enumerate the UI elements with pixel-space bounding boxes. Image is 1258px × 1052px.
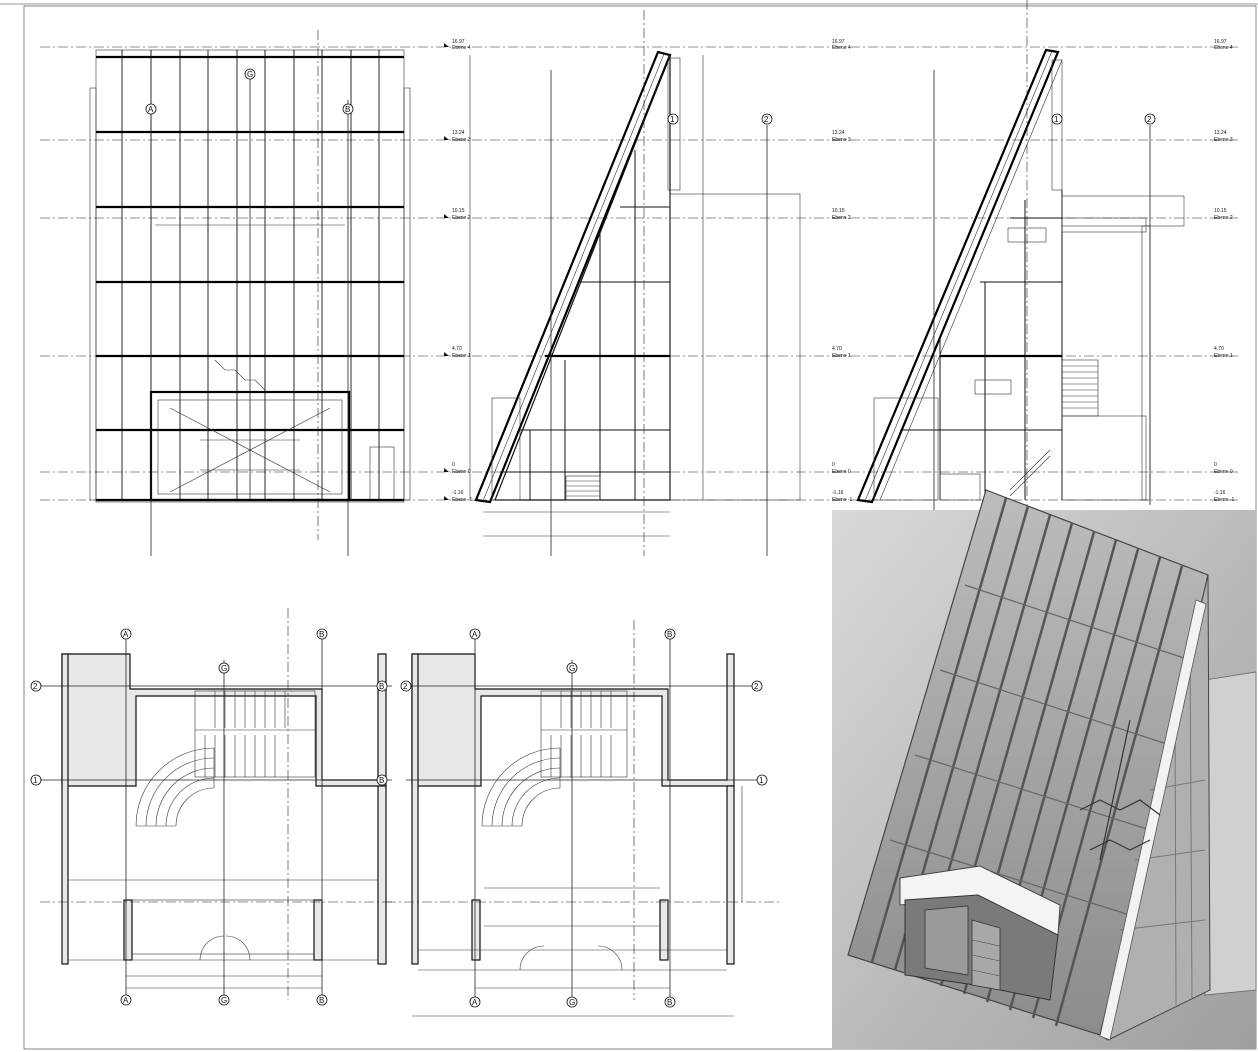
svg-text:G: G bbox=[247, 70, 253, 79]
svg-text:Ebene 4: Ebene 4 bbox=[452, 45, 471, 51]
section-elevation: 1 2 bbox=[856, 0, 1185, 570]
svg-text:G: G bbox=[221, 996, 227, 1005]
svg-text:1: 1 bbox=[670, 115, 675, 124]
svg-text:G: G bbox=[569, 998, 575, 1007]
side-elevation-left: 1 2 bbox=[469, 10, 801, 556]
svg-text:A: A bbox=[123, 996, 129, 1005]
svg-text:Ebene 3: Ebene 3 bbox=[452, 137, 471, 143]
svg-text:G: G bbox=[569, 664, 575, 673]
svg-text:0: 0 bbox=[1214, 462, 1217, 468]
svg-text:Ebene 2: Ebene 2 bbox=[452, 215, 471, 221]
svg-text:B: B bbox=[667, 630, 672, 639]
svg-text:4.70: 4.70 bbox=[452, 346, 462, 352]
svg-text:B: B bbox=[667, 998, 672, 1007]
svg-text:A: A bbox=[472, 998, 478, 1007]
svg-text:Ebene 2: Ebene 2 bbox=[832, 215, 851, 221]
svg-text:B: B bbox=[319, 630, 324, 639]
svg-text:-1.16: -1.16 bbox=[832, 490, 844, 496]
svg-text:2: 2 bbox=[403, 682, 408, 691]
svg-text:13.24: 13.24 bbox=[832, 130, 845, 136]
svg-text:G: G bbox=[221, 664, 227, 673]
svg-text:Ebene 2: Ebene 2 bbox=[1214, 215, 1233, 221]
svg-text:16.97: 16.97 bbox=[1214, 39, 1227, 45]
svg-text:-1.16: -1.16 bbox=[452, 490, 464, 496]
svg-text:A: A bbox=[472, 630, 478, 639]
svg-text:Ebene 3: Ebene 3 bbox=[832, 137, 851, 143]
svg-text:4.70: 4.70 bbox=[832, 346, 842, 352]
svg-text:Ebene 1: Ebene 1 bbox=[1214, 353, 1233, 359]
svg-text:13.24: 13.24 bbox=[452, 130, 465, 136]
svg-text:-1.16: -1.16 bbox=[1214, 490, 1226, 496]
svg-text:16.97: 16.97 bbox=[832, 39, 845, 45]
svg-text:16.97: 16.97 bbox=[452, 39, 465, 45]
svg-text:1: 1 bbox=[33, 776, 38, 785]
svg-text:Ebene 0: Ebene 0 bbox=[832, 469, 851, 475]
svg-text:2: 2 bbox=[764, 115, 769, 124]
svg-text:10.15: 10.15 bbox=[452, 208, 465, 214]
svg-text:Ebene 1: Ebene 1 bbox=[832, 353, 851, 359]
svg-text:Ebene -1: Ebene -1 bbox=[832, 497, 853, 503]
svg-text:Ebene 1: Ebene 1 bbox=[452, 353, 471, 359]
svg-text:Ebene -1: Ebene -1 bbox=[452, 497, 473, 503]
svg-text:2: 2 bbox=[33, 682, 38, 691]
svg-text:B: B bbox=[379, 776, 384, 785]
svg-text:4.70: 4.70 bbox=[1214, 346, 1224, 352]
svg-text:10.15: 10.15 bbox=[1214, 208, 1227, 214]
svg-text:Ebene 4: Ebene 4 bbox=[832, 45, 851, 51]
svg-text:13.24: 13.24 bbox=[1214, 130, 1227, 136]
svg-text:A: A bbox=[123, 630, 129, 639]
floor-plan-right: A G B 1 2 2 B B A G B bbox=[376, 620, 780, 1017]
svg-text:Ebene 4: Ebene 4 bbox=[1214, 45, 1233, 51]
svg-text:B: B bbox=[319, 996, 324, 1005]
svg-text:1: 1 bbox=[759, 776, 764, 785]
floor-plan-left: A G B 1 2 A G B bbox=[30, 608, 392, 1006]
svg-text:A: A bbox=[148, 105, 154, 114]
svg-text:B: B bbox=[379, 682, 384, 691]
svg-text:Ebene 3: Ebene 3 bbox=[1214, 137, 1233, 143]
svg-text:Ebene -1: Ebene -1 bbox=[1214, 497, 1235, 503]
svg-text:Ebene 0: Ebene 0 bbox=[1214, 469, 1233, 475]
svg-text:0: 0 bbox=[832, 462, 835, 468]
svg-text:2: 2 bbox=[1147, 115, 1152, 124]
front-elevation: A G B bbox=[89, 30, 411, 556]
svg-text:B: B bbox=[345, 105, 350, 114]
svg-text:0: 0 bbox=[452, 462, 455, 468]
svg-text:2: 2 bbox=[754, 682, 759, 691]
svg-text:Ebene 0: Ebene 0 bbox=[452, 469, 471, 475]
3d-view bbox=[832, 489, 1257, 1049]
svg-text:1: 1 bbox=[1054, 115, 1059, 124]
svg-text:10.15: 10.15 bbox=[832, 208, 845, 214]
